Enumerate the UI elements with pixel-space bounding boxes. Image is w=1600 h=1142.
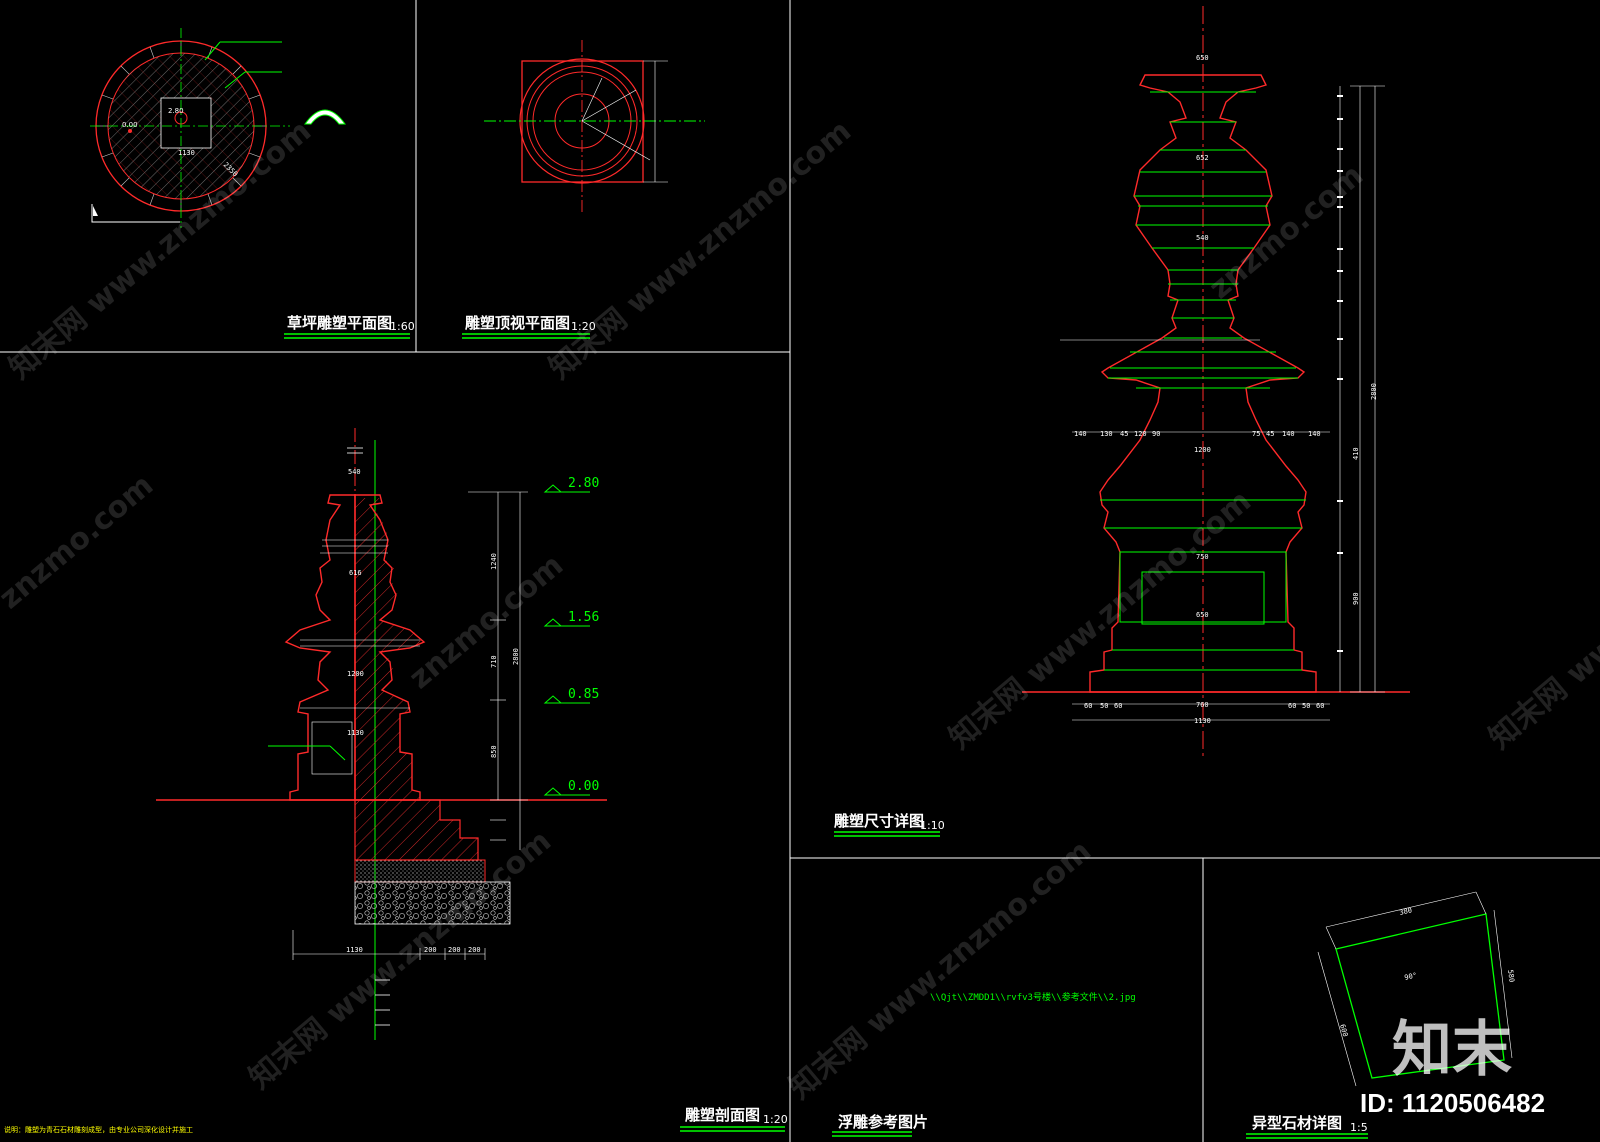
stone-scale: 1:5 [1350, 1121, 1368, 1134]
brand-logo: 知末 [1392, 1015, 1512, 1085]
detail-dim-2800: 2800 [1370, 383, 1378, 400]
stone-dim-top: 380 [1399, 906, 1413, 917]
plan-dim-1130: 1130 [178, 149, 195, 157]
detail-right-0: 75 [1252, 430, 1260, 438]
lawn-plan-title: 草坪雕塑平面图 [287, 314, 392, 332]
lawn-plan-scale: 1:60 [390, 320, 415, 333]
detail-dim-410: 410 [1352, 447, 1360, 460]
detail-title: 雕塑尺寸详图 [834, 812, 924, 830]
section-scale: 1:20 [763, 1113, 788, 1126]
detail-left-4: 90 [1152, 430, 1160, 438]
detail-base-6: 60 [1316, 702, 1324, 710]
section-dim-200a: 200 [424, 946, 437, 954]
detail-tick-marks [1337, 95, 1343, 652]
detail-left-3: 120 [1134, 430, 1147, 438]
watermark-6: 知末网 www.znzmo.com [783, 834, 1098, 1107]
level-156: 1.56 [568, 610, 599, 625]
detail-dim-750: 750 [1196, 553, 1209, 561]
detail-base-5: 50 [1302, 702, 1310, 710]
lawn-plan-drawing: 2.80 0.00 1130 2350 [90, 28, 346, 228]
top-plan-drawing [484, 40, 705, 215]
section-dim-2800: 2800 [512, 648, 520, 665]
detail-dim-650: 650 [1196, 611, 1209, 619]
detail-base-2: 60 [1114, 702, 1122, 710]
design-note: 说明：雕塑为青石石材雕刻成型，由专业公司深化设计并施工 [4, 1125, 193, 1134]
watermark-9: 知末网 www.znzmo.com [1483, 484, 1600, 757]
stone-title: 异型石材详图 [1252, 1114, 1342, 1132]
stone-dim-angle: 90° [1404, 971, 1418, 982]
detail-scale: 1:10 [920, 819, 945, 832]
level-085: 0.85 [568, 687, 599, 702]
section-dim-top: 540 [348, 468, 361, 476]
image-id: ID: 1120506482 [1360, 1088, 1545, 1118]
section-dim-1240: 1240 [490, 553, 498, 570]
watermark-2: 知末网 www.znzmo.com [543, 114, 858, 387]
detail-dim-540: 540 [1196, 234, 1209, 242]
watermark-4: znzmo.com [403, 548, 570, 696]
watermark-3: znzmo.com [0, 468, 160, 616]
section-dim-1130: 1130 [347, 729, 364, 737]
plan-center-level: 2.80 [168, 107, 184, 115]
section-dim-1200: 1200 [347, 670, 364, 678]
detail-right-1: 45 [1266, 430, 1274, 438]
section-dim-200b: 200 [448, 946, 461, 954]
watermark-8: znzmo.com [1203, 158, 1370, 306]
detail-base-0: 60 [1084, 702, 1092, 710]
detail-dim-760: 760 [1196, 701, 1209, 709]
relief-image-path: \\Qjt\\ZMDD1\\rvfv3号楼\\参考文件\\2.jpg [930, 991, 1136, 1003]
plan-side-level: 0.00 [122, 121, 138, 129]
section-dim-850: 850 [490, 745, 498, 758]
stone-detail-drawing: 380 90° 600 580 [1317, 891, 1516, 1087]
section-dim-mid: 616 [349, 569, 362, 577]
level-280: 2.80 [568, 476, 599, 491]
stone-dim-right: 580 [1506, 969, 1516, 983]
detail-base-1: 50 [1100, 702, 1108, 710]
detail-dim-652: 652 [1196, 154, 1209, 162]
level-markers [543, 484, 590, 796]
top-plan-title: 雕塑顶视平面图 [465, 314, 570, 332]
detail-left-2: 45 [1120, 430, 1128, 438]
level-000: 0.00 [568, 779, 599, 794]
stone-dim-left: 600 [1338, 1023, 1349, 1037]
detail-dim-1130: 1130 [1194, 717, 1211, 725]
detail-left-1: 130 [1100, 430, 1113, 438]
detail-dim-top: 650 [1196, 54, 1209, 62]
detail-right-2: 140 [1282, 430, 1295, 438]
watermark-7: 知末网 www.znzmo.com [943, 484, 1258, 757]
detail-base-4: 60 [1288, 702, 1296, 710]
relief-title: 浮雕参考图片 [838, 1113, 928, 1131]
detail-drawing: 650 652 540 1200 750 650 760 1130 2800 4… [1022, 6, 1410, 760]
section-dim-base: 1130 [346, 946, 363, 954]
section-drawing: 2.80 1.56 0.85 0.00 540 616 1200 1130 11… [156, 428, 607, 1040]
section-dim-710: 710 [490, 655, 498, 668]
detail-dim-900: 900 [1352, 592, 1360, 605]
top-plan-scale: 1:20 [571, 320, 596, 333]
detail-left-0: 140 [1074, 430, 1087, 438]
section-title: 雕塑剖面图 [685, 1106, 760, 1124]
detail-right-3: 140 [1308, 430, 1321, 438]
section-dim-200c: 200 [468, 946, 481, 954]
detail-dim-1200: 1200 [1194, 446, 1211, 454]
